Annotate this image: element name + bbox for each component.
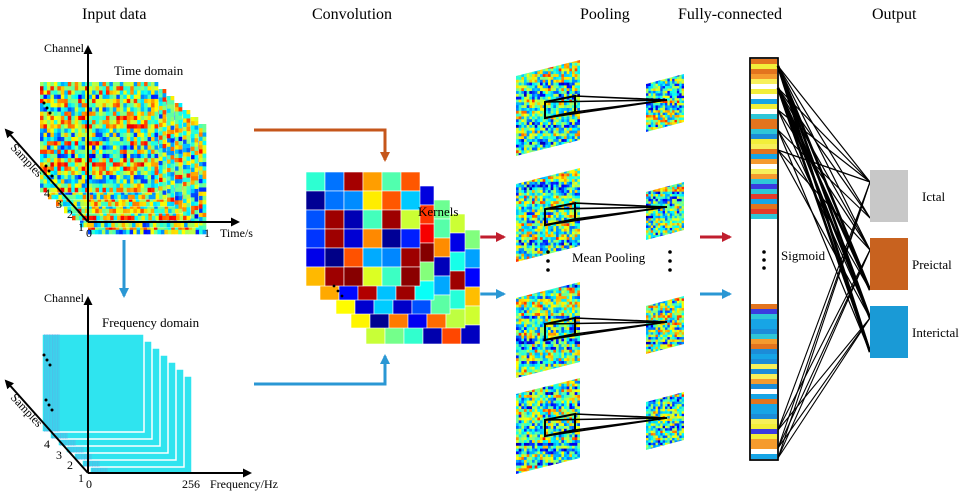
frequency-domain-panel: Channel Frequency domain 0 256 Frequency… — [4, 291, 278, 491]
time-ellipsis — [42, 101, 54, 178]
time-x-start: 0 — [86, 226, 92, 240]
header-convolution: Convolution — [312, 6, 392, 23]
mean-pooling-label: Mean Pooling — [572, 250, 646, 265]
kernels-label: Kernels — [418, 204, 458, 219]
convolution-kernel-stack — [305, 171, 481, 345]
freq-sample-tick-2: 2 — [67, 458, 73, 472]
header-pooling: Pooling — [580, 6, 630, 23]
freq-samples-label: Samples — [8, 390, 46, 430]
fully-connected-layer — [749, 57, 779, 461]
time-to-conv-arrow — [254, 128, 390, 162]
pooling-right-ellipsis — [668, 250, 672, 272]
frequency-domain-map-stack — [41, 333, 193, 475]
time-x-end: 1 — [204, 226, 210, 240]
output-box-ictal — [870, 170, 908, 222]
freq-x-unit: Frequency/Hz — [210, 477, 278, 491]
frequency-domain-title: Frequency domain — [102, 315, 200, 330]
time-domain-panel: Channel Time domain 0 1 Time/s Samples 4… — [4, 41, 253, 240]
output-label-preictal: Preictal — [912, 257, 952, 272]
freq-ellipsis — [42, 353, 54, 412]
fc-to-output-connections — [776, 65, 872, 459]
output-label-interictal: Interictal — [912, 325, 959, 340]
time-sample-tick-1: 1 — [78, 220, 84, 234]
pooling-feature-maps — [516, 60, 684, 474]
time-sample-tick-2: 2 — [67, 207, 73, 221]
header-output: Output — [872, 6, 917, 23]
freq-to-conv-arrow — [254, 354, 390, 386]
time-x-unit: Time/s — [220, 226, 253, 240]
time-domain-title: Time domain — [114, 63, 184, 78]
freq-x-start: 0 — [86, 477, 92, 491]
time-samples-axis — [4, 128, 89, 223]
freq-channel-label: Channel — [44, 291, 85, 305]
time-sample-tick-3: 3 — [56, 197, 62, 211]
kernel-ellipsis — [332, 284, 344, 298]
time-sample-tick-4: 4 — [44, 186, 50, 200]
freq-sample-tick-4: 4 — [44, 437, 50, 451]
output-label-ictal: Ictal — [922, 189, 945, 204]
sigmoid-label: Sigmoid — [781, 248, 826, 263]
fc-ellipsis — [762, 250, 766, 270]
header-fully-connected: Fully-connected — [678, 6, 782, 23]
output-box-interictal — [870, 306, 908, 358]
time-domain-heatmap-stack — [39, 81, 207, 235]
freq-x-end: 256 — [182, 477, 200, 491]
pooling-left-ellipsis — [546, 250, 550, 272]
output-box-preictal — [870, 238, 908, 290]
freq-samples-axis — [4, 379, 89, 474]
freq-sample-tick-1: 1 — [78, 471, 84, 485]
time-channel-label: Channel — [44, 41, 85, 55]
freq-sample-tick-3: 3 — [56, 448, 62, 462]
header-input-data: Input data — [82, 6, 146, 23]
